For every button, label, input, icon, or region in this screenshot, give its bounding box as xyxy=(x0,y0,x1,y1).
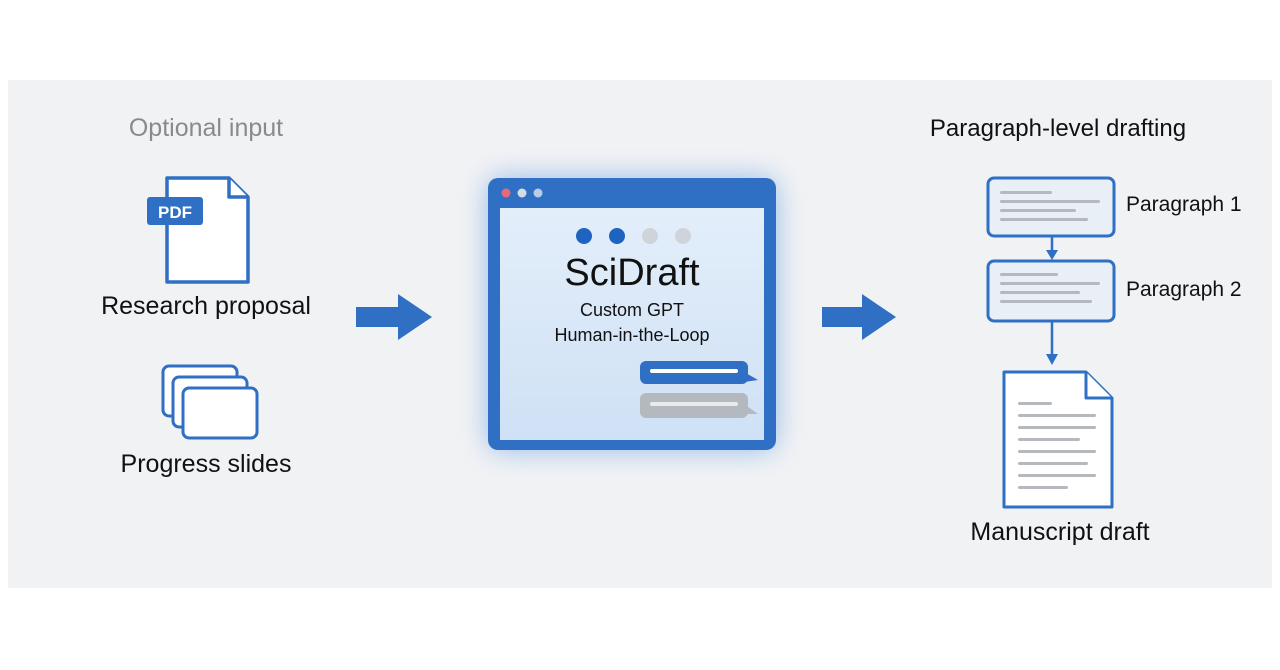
connector-arrow-1 xyxy=(1046,236,1058,260)
scidraft-title: SciDraft xyxy=(564,252,700,294)
window-close-dot xyxy=(501,188,511,198)
window-minimize-dot xyxy=(517,188,527,198)
paragraph-card-1 xyxy=(986,176,1116,238)
paragraph-1-label: Paragraph 1 xyxy=(1126,193,1242,216)
flow-arrow-scidraft-to-output xyxy=(822,294,896,340)
progress-dots xyxy=(576,228,691,244)
connector-arrow-2 xyxy=(1046,321,1058,365)
pdf-badge-label: PDF xyxy=(158,203,192,222)
paragraph-2-label: Paragraph 2 xyxy=(1126,278,1242,301)
manuscript-draft-label: Manuscript draft xyxy=(970,518,1150,546)
scidraft-subtitle-hitl: Human-in-the-Loop xyxy=(554,325,710,345)
input-section-title: Optional input xyxy=(128,114,284,142)
chat-bubble-blue xyxy=(640,361,758,384)
slides-stack-icon xyxy=(161,364,259,440)
pdf-file-icon: PDF xyxy=(147,176,250,284)
output-section-title: Paragraph-level drafting xyxy=(929,115,1187,142)
flow-arrow-input-to-scidraft xyxy=(356,294,432,340)
document-icon xyxy=(1002,370,1114,509)
research-proposal-label: Research proposal xyxy=(101,292,311,320)
app-window-icon xyxy=(488,178,776,450)
chat-bubble-gray xyxy=(640,393,758,418)
progress-slides-label: Progress slides xyxy=(120,450,292,478)
window-maximize-dot xyxy=(533,188,543,198)
paragraph-card-2 xyxy=(986,259,1116,323)
scidraft-subtitle-custom-gpt: Custom GPT xyxy=(579,300,685,320)
